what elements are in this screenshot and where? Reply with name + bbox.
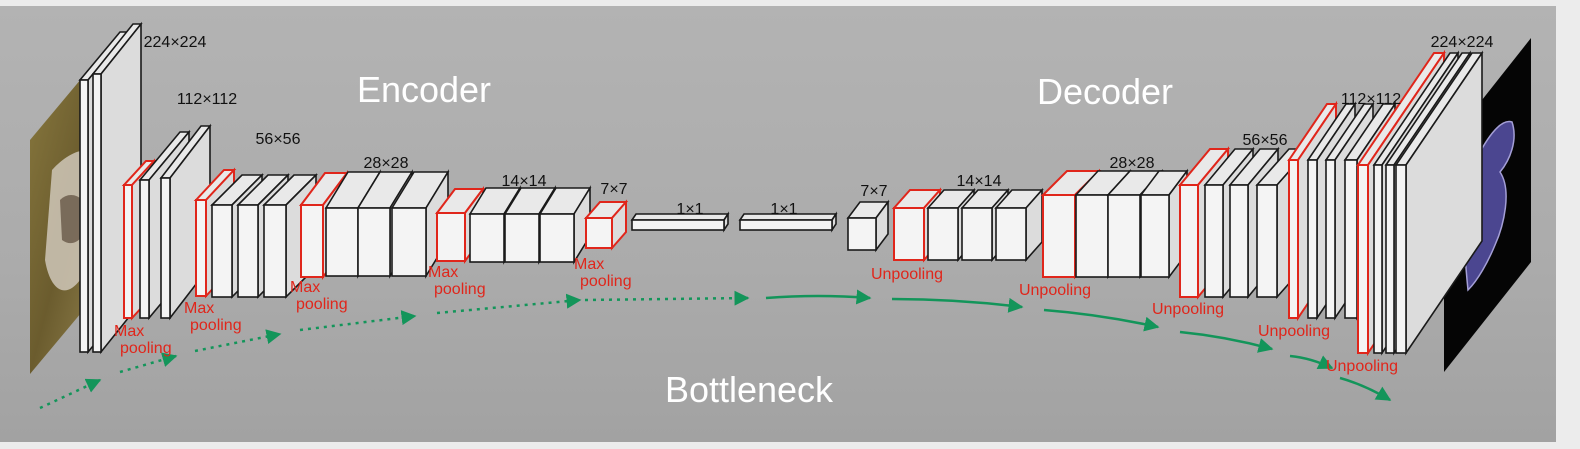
layer-block	[846, 199, 890, 253]
skip-arrow	[119, 352, 178, 374]
size-label: 56×56	[256, 131, 301, 148]
layer-block	[738, 211, 838, 233]
skip-arrow	[299, 310, 417, 332]
skip-arrow	[584, 290, 750, 306]
index-arrow	[1179, 330, 1274, 353]
layer-block	[630, 211, 730, 233]
max-pooling-label: Max	[184, 300, 214, 317]
skip-arrow	[39, 378, 102, 410]
max-pooling-label: pooling	[434, 281, 486, 298]
max-pooling-label: pooling	[296, 296, 348, 313]
index-arrow	[1339, 376, 1392, 402]
unpooling-label: Unpooling	[1019, 282, 1091, 299]
size-label: 112×112	[1341, 91, 1401, 108]
index-arrow	[1289, 354, 1334, 370]
layer-block	[1139, 168, 1189, 280]
bottleneck-title: Bottleneck	[665, 369, 834, 410]
index-arrow	[891, 297, 1024, 313]
decoder-title: Decoder	[1037, 71, 1173, 112]
layer-block	[994, 187, 1044, 263]
layer-labels: 224×224 112×112 56×56 28×28 14×14 7×7 1×1 1×1 7×…	[114, 34, 1493, 375]
flow-arrows	[39, 289, 1392, 410]
layer-block	[583, 199, 629, 251]
max-pooling-label: pooling	[580, 273, 632, 290]
size-label: 1×1	[770, 201, 797, 218]
unpooling-label: Unpooling	[1258, 323, 1330, 340]
encoder-title: Encoder	[357, 69, 491, 110]
skip-arrow	[194, 329, 282, 353]
size-label: 7×7	[860, 183, 887, 200]
index-arrow	[1043, 308, 1160, 332]
size-label: 224×224	[1431, 34, 1494, 51]
max-pooling-label: Max	[114, 323, 144, 340]
max-pooling-label: pooling	[190, 317, 242, 334]
unpooling-label: Unpooling	[1326, 358, 1398, 375]
unpooling-label: Unpooling	[1152, 301, 1224, 318]
size-label: 28×28	[1110, 155, 1155, 172]
size-label: 14×14	[957, 173, 1002, 190]
max-pooling-label: Max	[574, 256, 604, 273]
size-label: 1×1	[676, 201, 703, 218]
layer-block	[538, 185, 592, 265]
unpooling-label: Unpooling	[871, 266, 943, 283]
skip-arrow	[436, 293, 582, 315]
layer-blocks	[78, 21, 1484, 357]
index-arrow	[765, 289, 872, 305]
size-label: 112×112	[177, 91, 237, 108]
size-label: 14×14	[502, 173, 547, 190]
max-pooling-label: Max	[290, 279, 320, 296]
size-label: 224×224	[144, 34, 207, 51]
layer-block	[1394, 50, 1484, 356]
size-label: 28×28	[364, 155, 409, 172]
max-pooling-label: Max	[428, 264, 458, 281]
max-pooling-label: pooling	[120, 340, 172, 357]
size-label: 7×7	[600, 181, 627, 198]
layer-block	[159, 123, 212, 321]
size-label: 56×56	[1243, 132, 1288, 149]
